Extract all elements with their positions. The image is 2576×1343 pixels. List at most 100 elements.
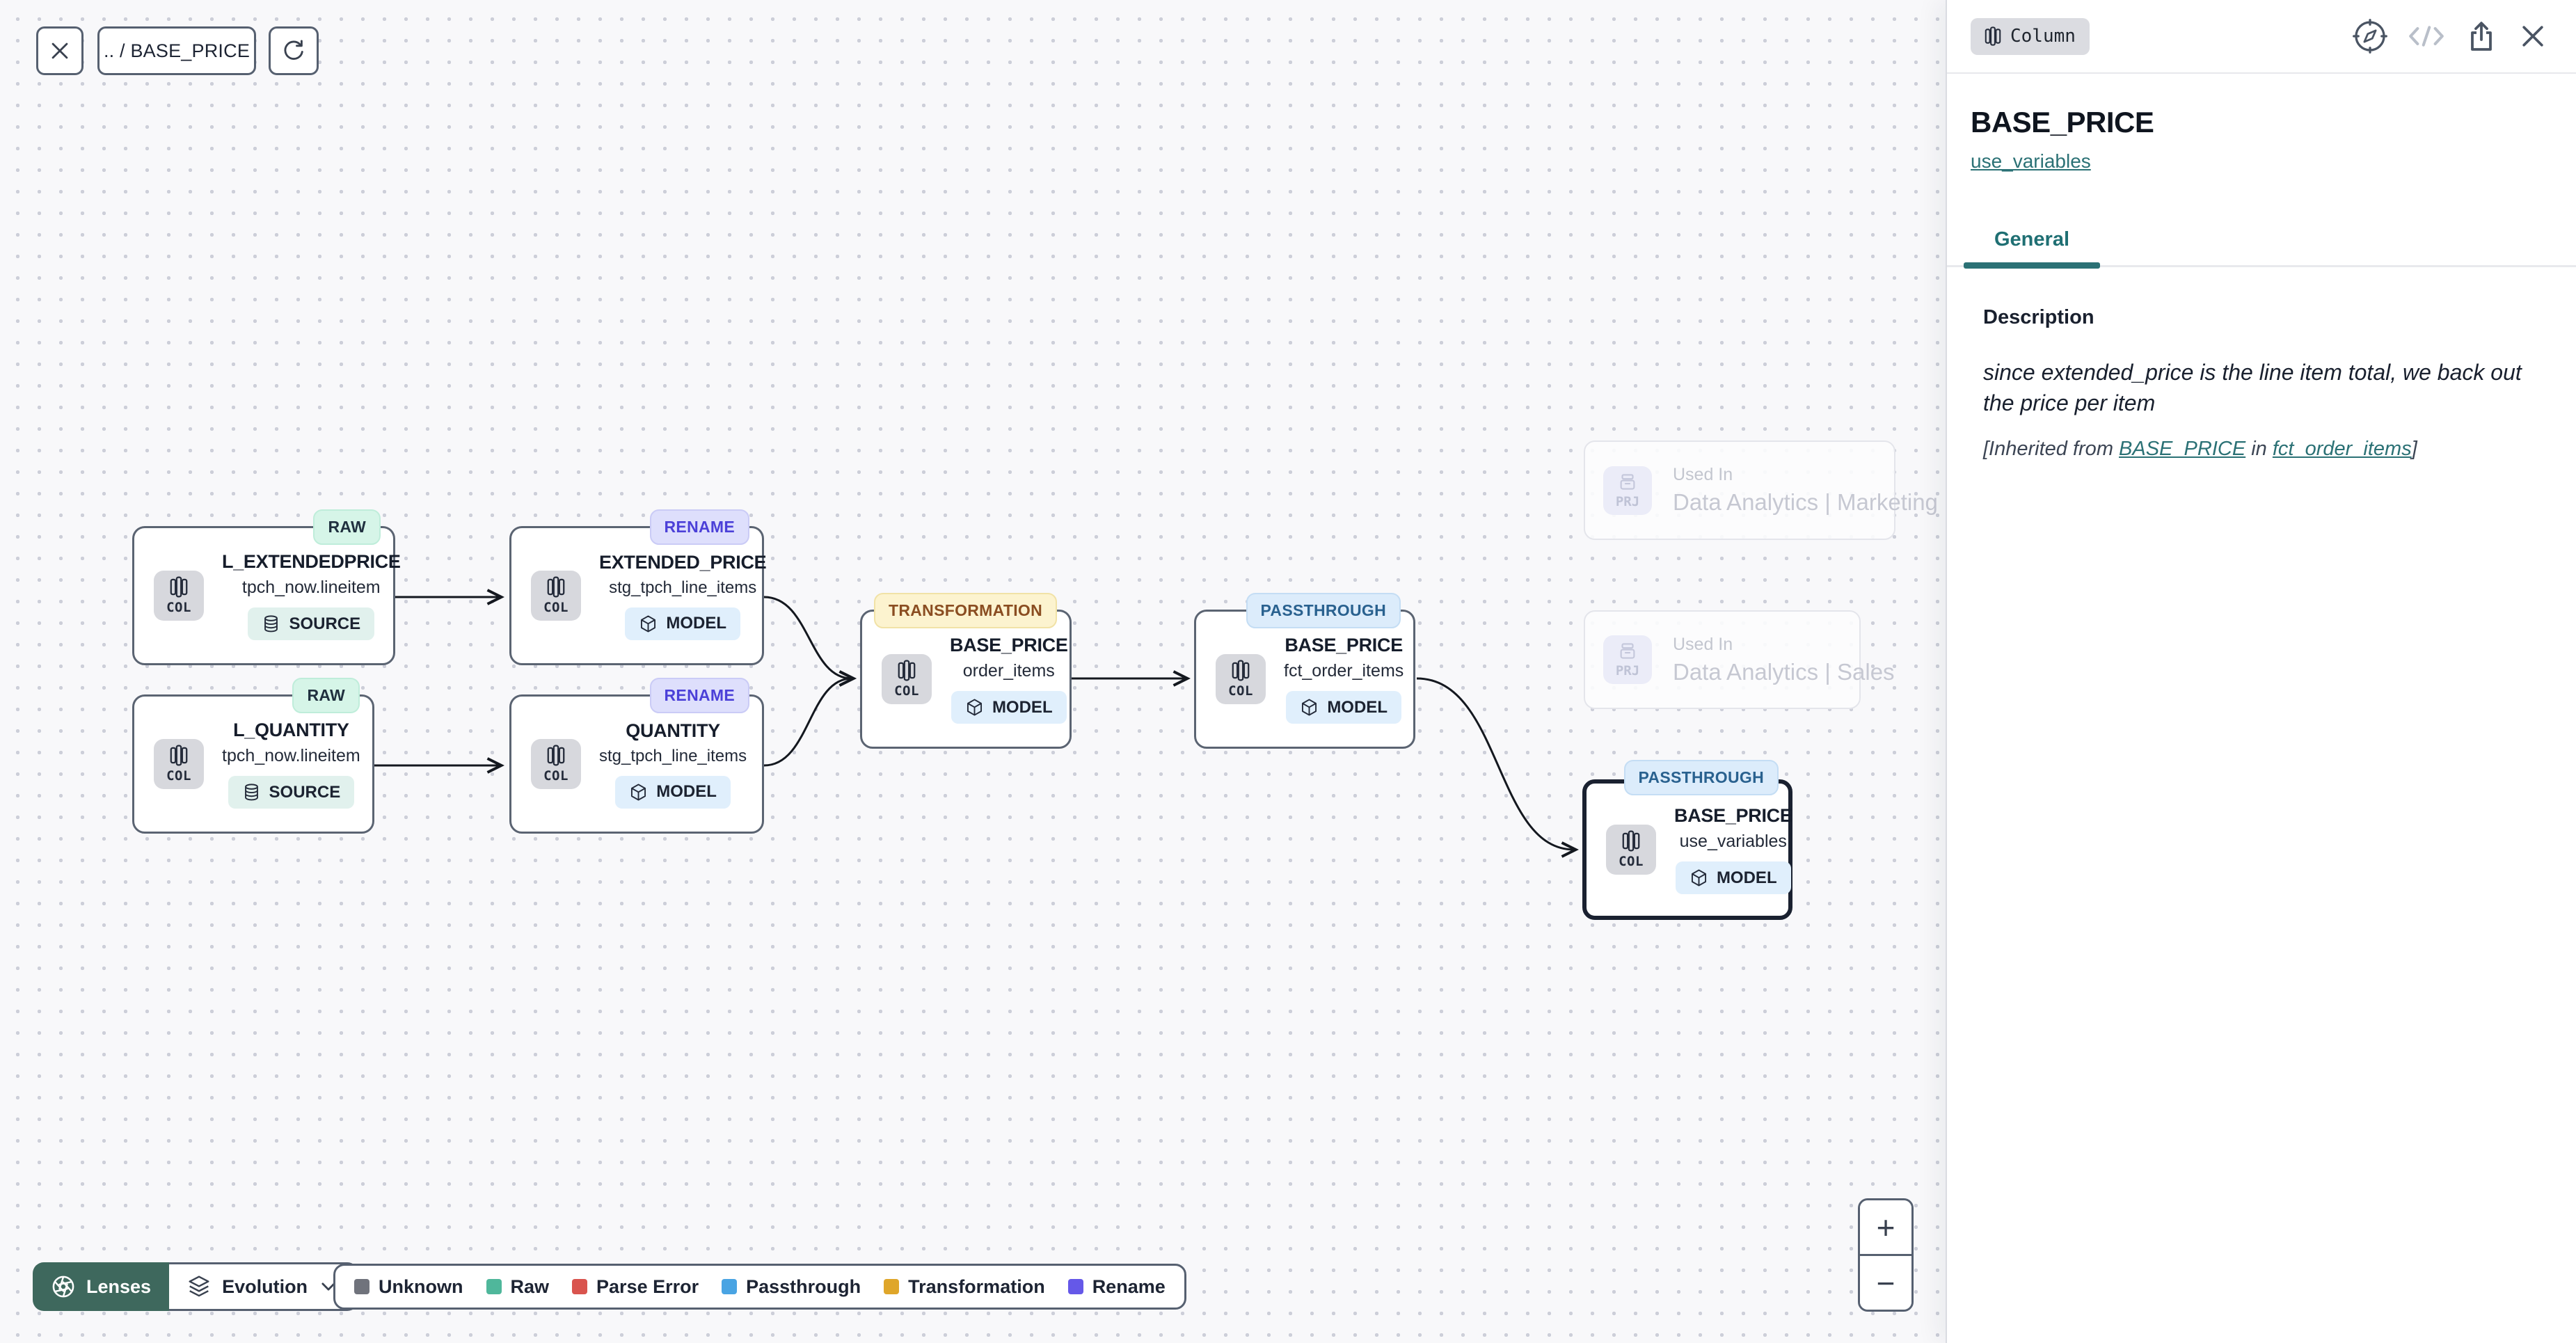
node-title: QUANTITY	[626, 720, 720, 741]
tab-general[interactable]: General	[1964, 228, 2100, 269]
node-kind-badge: MODEL	[1286, 691, 1401, 724]
column-icon	[898, 660, 916, 681]
column-type-box: COL	[154, 571, 204, 621]
node-base-price-use-variables[interactable]: PASSTHROUGH COL BASE_PRICE use_variables…	[1582, 760, 1792, 920]
legend-item: Rename	[1067, 1276, 1166, 1298]
used-in-label: Used In	[1673, 465, 1733, 484]
node-kind-badge: MODEL	[951, 691, 1067, 724]
panel-actions	[2352, 18, 2548, 54]
column-icon	[1232, 660, 1250, 681]
description-body: since extended_price is the line item to…	[1983, 360, 2522, 416]
legend-swatch	[884, 1279, 900, 1294]
cube-icon	[1300, 698, 1319, 717]
node-extended-price[interactable]: RENAME COL EXTENDED_PRICE stg_tpch_line_…	[509, 509, 767, 665]
node-title: EXTENDED_PRICE	[599, 551, 767, 573]
compass-icon	[2352, 18, 2388, 54]
column-type-box: COL	[531, 739, 581, 789]
inherited-column-link[interactable]: BASE_PRICE	[2119, 438, 2246, 461]
lens-badge: RAW	[292, 678, 360, 713]
project-type-box: PRJ	[1603, 466, 1652, 515]
legend-item: Unknown	[354, 1276, 463, 1298]
column-type-box: COL	[1606, 825, 1656, 875]
node-l-quantity[interactable]: RAW COL L_QUANTITY tpch_now.lineitem SOU…	[132, 678, 374, 834]
lens-mode-dropdown[interactable]: Evolution	[169, 1262, 359, 1311]
zoom-in-button[interactable]: +	[1860, 1200, 1911, 1254]
model-link[interactable]: use_variables	[1971, 150, 2091, 172]
legend-swatch	[1067, 1279, 1083, 1294]
lens-legend: Unknown Raw Parse Error Passthrough Tran…	[333, 1264, 1186, 1310]
node-base-price-fct-order-items[interactable]: PASSTHROUGH COL BASE_PRICE fct_order_ite…	[1194, 593, 1415, 749]
column-icon	[170, 576, 188, 598]
column-icon	[170, 745, 188, 766]
cube-icon	[1689, 868, 1708, 887]
node-title: BASE_PRICE	[1285, 635, 1403, 655]
project-type-box: PRJ	[1603, 635, 1652, 684]
node-l-extendedprice[interactable]: RAW COL L_EXTENDEDPRICE tpch_now.lineite…	[132, 509, 401, 665]
project-icon	[1617, 641, 1638, 662]
legend-swatch	[354, 1279, 369, 1294]
lens-badge: TRANSFORMATION	[874, 593, 1057, 628]
node-title: L_QUANTITY	[233, 720, 349, 740]
zoom-controls: + −	[1858, 1198, 1914, 1312]
node-quantity[interactable]: RENAME COL QUANTITY stg_tpch_line_items …	[509, 678, 764, 834]
share-button[interactable]	[2465, 19, 2498, 53]
cube-icon	[629, 783, 648, 802]
description-inherited: [Inherited from BASE_PRICE in fct_order_…	[1983, 438, 2417, 461]
legend-item: Parse Error	[572, 1276, 699, 1298]
view-code-button[interactable]	[2408, 25, 2445, 47]
lens-badge: PASSTHROUGH	[1623, 760, 1779, 795]
database-icon	[242, 783, 261, 802]
node-subtitle: use_variables	[1679, 832, 1787, 851]
column-icon	[547, 745, 565, 766]
node-subtitle: fct_order_items	[1284, 661, 1404, 681]
node-kind-badge: SOURCE	[248, 607, 375, 640]
legend-swatch	[486, 1279, 502, 1294]
node-subtitle: stg_tpch_line_items	[599, 746, 747, 765]
legend-swatch	[722, 1279, 738, 1294]
close-lineage-button[interactable]	[36, 26, 84, 75]
legend-item: Raw	[486, 1276, 549, 1298]
divider	[1860, 1254, 1911, 1256]
lens-selector-group: Lenses Evolution	[33, 1262, 359, 1311]
column-icon	[1985, 26, 2001, 46]
node-subtitle: order_items	[962, 661, 1055, 681]
refresh-button[interactable]	[269, 26, 319, 75]
node-kind-badge: MODEL	[615, 775, 731, 809]
lineage-canvas[interactable]: .. / BASE_PRICE RAW COL L_EXTENDEDPRICE …	[0, 0, 1946, 1343]
column-type-box: COL	[882, 654, 932, 704]
edge	[763, 670, 857, 767]
lens-badge: RENAME	[649, 678, 749, 713]
ghost-node-used-in-sales[interactable]: PRJ Used In Data Analytics | Sales	[1584, 610, 1895, 709]
cube-icon	[965, 698, 984, 717]
lens-badge: RENAME	[649, 509, 749, 545]
zoom-out-button[interactable]: −	[1860, 1256, 1911, 1310]
layers-icon	[187, 1275, 211, 1298]
panel-close-button[interactable]	[2518, 21, 2548, 51]
column-icon	[1622, 830, 1640, 852]
database-icon	[262, 614, 280, 633]
lens-badge: PASSTHROUGH	[1246, 593, 1401, 628]
used-in-label: Used In	[1673, 634, 1733, 654]
details-panel: Column BASE_PRICE use_variables	[1946, 0, 2576, 1343]
used-in-name: Data Analytics | Marketing	[1673, 489, 1938, 515]
share-icon	[2465, 19, 2498, 53]
ghost-node-used-in-marketing[interactable]: PRJ Used In Data Analytics | Marketing	[1584, 440, 1938, 540]
refresh-icon	[281, 38, 306, 63]
node-title: L_EXTENDEDPRICE	[222, 551, 401, 572]
explore-lineage-button[interactable]	[2352, 18, 2388, 54]
divider	[1947, 72, 2576, 74]
cube-icon	[639, 614, 658, 633]
used-in-name: Data Analytics | Sales	[1673, 658, 1895, 685]
legend-swatch	[572, 1279, 588, 1294]
inherited-model-link[interactable]: fct_order_items	[2272, 438, 2412, 461]
code-icon	[2408, 25, 2445, 47]
node-kind-badge: MODEL	[625, 607, 741, 640]
node-base-price-order-items[interactable]: TRANSFORMATION COL BASE_PRICE order_item…	[860, 593, 1072, 749]
column-type-box: COL	[531, 571, 581, 621]
breadcrumb-label: .. / BASE_PRICE	[103, 40, 251, 61]
general-tab-content: Description since extended_price is the …	[1947, 306, 2576, 461]
node-kind-badge: SOURCE	[228, 776, 355, 809]
breadcrumb[interactable]: .. / BASE_PRICE	[97, 26, 256, 75]
lenses-button[interactable]: Lenses	[33, 1262, 170, 1311]
